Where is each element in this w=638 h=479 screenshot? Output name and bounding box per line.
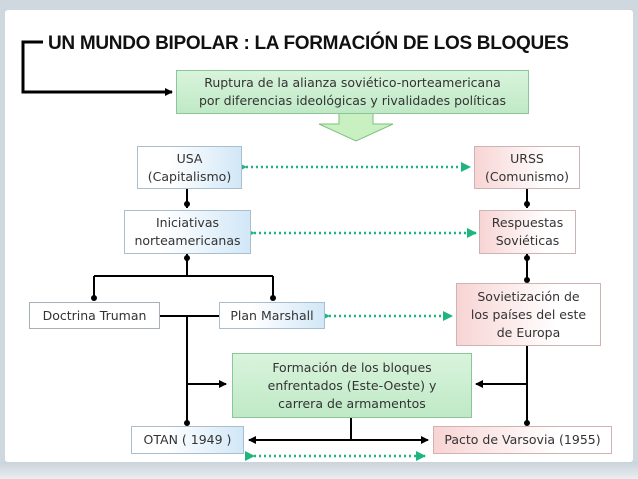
title-arrow <box>21 40 173 96</box>
node-usa-line2: (Capitalismo) <box>147 168 232 184</box>
node-marshall: Plan Marshall <box>219 302 325 329</box>
node-marshall-label: Plan Marshall <box>230 307 314 323</box>
node-bloques-line3: carrera de armamentos <box>278 395 426 411</box>
node-sovietizacion-line2: los países del este <box>470 306 587 322</box>
green-dotted-arrows <box>237 162 477 461</box>
node-truman: Doctrina Truman <box>29 302 160 329</box>
node-ruptura-line1: Ruptura de la alianza soviético-norteame… <box>204 75 501 90</box>
node-varsovia-label: Pacto de Varsovia (1955) <box>444 432 601 447</box>
node-urss-line1: URSS <box>510 150 544 166</box>
node-truman-label: Doctrina Truman <box>42 307 147 323</box>
node-otan: OTAN ( 1949 ) <box>131 426 244 454</box>
node-sovietizacion: Sovietización de los países del este de … <box>456 283 601 346</box>
connector-lines <box>93 189 528 444</box>
page-title: UN MUNDO BIPOLAR : LA FORMACIÓN DE LOS B… <box>48 33 569 54</box>
node-respuestas: Respuestas Soviéticas <box>479 210 576 254</box>
node-respuestas-line1: Respuestas <box>491 215 564 230</box>
big-down-arrow <box>318 112 394 142</box>
node-iniciativas: Iniciativas norteamericanas <box>124 210 251 254</box>
node-otan-label: OTAN ( 1949 ) <box>143 432 232 447</box>
node-sovietizacion-line1: Sovietización de <box>477 288 580 304</box>
node-bloques-line1: Formación de los bloques <box>272 359 432 375</box>
connector-dots <box>91 201 530 426</box>
node-bloques-line2: enfrentados (Este-Oeste) y <box>267 377 437 393</box>
node-usa: USA (Capitalismo) <box>137 146 242 189</box>
node-bloques: Formación de los bloques enfrentados (Es… <box>232 353 472 418</box>
slide-bottom-strip <box>0 462 638 479</box>
node-usa-line1: USA <box>176 150 203 166</box>
node-ruptura: Ruptura de la alianza soviético-norteame… <box>176 70 529 114</box>
node-varsovia: Pacto de Varsovia (1955) <box>433 426 612 454</box>
node-urss: URSS (Comunismo) <box>474 146 580 189</box>
node-respuestas-line2: Soviéticas <box>495 233 560 248</box>
node-sovietizacion-line3: de Europa <box>496 324 561 340</box>
node-urss-line2: (Comunismo) <box>485 168 569 184</box>
node-ruptura-line2: por diferencias ideológicas y rivalidade… <box>198 93 507 108</box>
node-iniciativas-line2: norteamericanas <box>134 233 241 248</box>
node-iniciativas-line1: Iniciativas <box>155 215 219 230</box>
